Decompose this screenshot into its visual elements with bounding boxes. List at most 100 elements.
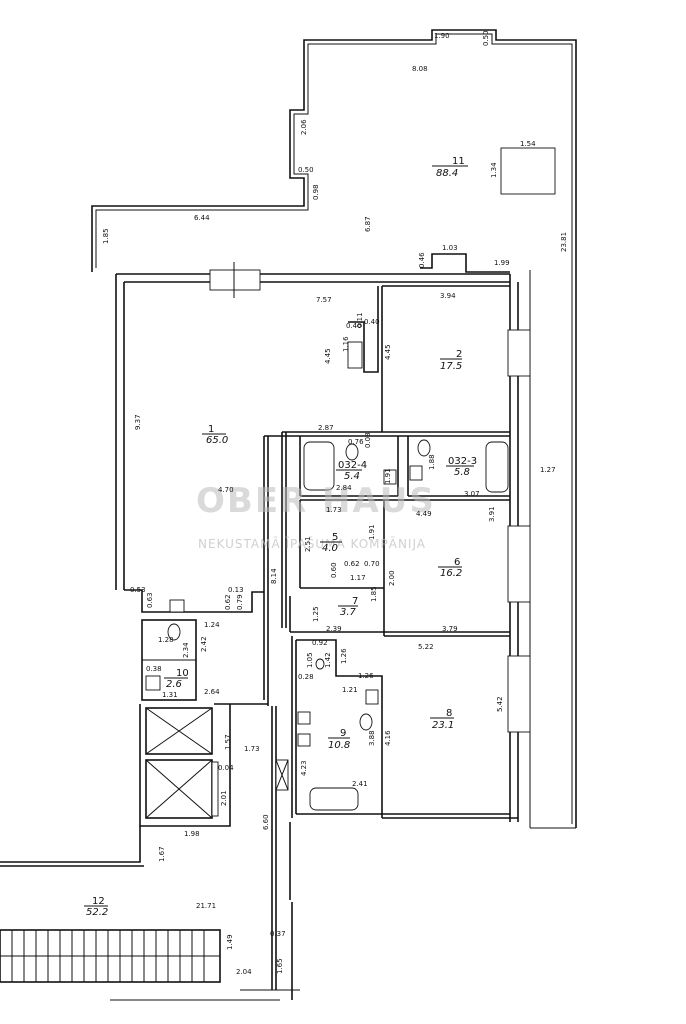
dimension-label: 1.54: [520, 140, 536, 148]
room-9-area: 10.8: [328, 740, 350, 751]
dimension-label: 1.34: [490, 162, 498, 178]
dimension-label: 0.37: [270, 930, 286, 938]
dimension-label: 4.49: [416, 510, 432, 518]
window-room-2: [507, 329, 531, 377]
room-032-4-number: 032-4: [338, 460, 367, 471]
room-1-number: 1: [208, 424, 214, 435]
room-12-area: 52.2: [86, 907, 108, 918]
dimension-label: 0.70: [364, 560, 380, 568]
room-labels: 11 88.4 1 65.0 2 17.5 032-4 5.4 032-3 5.…: [84, 156, 477, 918]
dimension-label: 2.42: [200, 636, 208, 652]
dimension-label: 1.90: [434, 32, 450, 40]
dimension-label: 6.44: [194, 214, 210, 222]
dimension-label: 0.79: [236, 594, 244, 610]
dimension-label: 1.26: [340, 648, 348, 664]
apartment-walls: [0, 262, 531, 1001]
room-12-number: 12: [92, 896, 105, 907]
dimension-label: 6.60: [262, 814, 270, 830]
dimension-label: 0.53: [130, 586, 146, 594]
room-7-area: 3.7: [340, 607, 357, 618]
room-10-number: 10: [176, 668, 189, 679]
dimension-label: 1.26: [358, 672, 374, 680]
room-032-3-area: 5.8: [454, 467, 470, 478]
dimension-label: 7.57: [316, 296, 332, 304]
dimension-label: 1.31: [162, 691, 178, 699]
room-1-area: 65.0: [206, 435, 228, 446]
watermark-tagline: NEKUSTAMĀ ĪPAŠUMA KOMPĀNIJA: [198, 536, 426, 551]
dimension-label: 1.25: [312, 606, 320, 622]
dimension-label: 0.13: [228, 586, 244, 594]
room-7-number: 7: [352, 596, 358, 607]
dimension-label: 1.03: [442, 244, 458, 252]
fireplace-icon: [347, 341, 363, 369]
dimension-label: 3.88: [368, 730, 376, 746]
dimension-label: 2.84: [336, 484, 352, 492]
room-2-number: 2: [456, 349, 462, 360]
room-9-number: 9: [340, 728, 346, 739]
dimension-label: 21.71: [196, 902, 216, 910]
dimension-label: 0.60: [330, 562, 338, 578]
fixtures: [145, 341, 509, 811]
room-8-area: 23.1: [432, 720, 454, 731]
room-10-area: 2.6: [166, 679, 182, 690]
dimension-label: 1.98: [184, 830, 200, 838]
dimension-label: 2.41: [352, 780, 368, 788]
dimension-label: 1.49: [226, 934, 234, 950]
sink-icon: [409, 465, 423, 481]
sink-icon: [145, 675, 161, 691]
dimension-label: 2.51: [304, 536, 312, 552]
dimension-label: 4.45: [324, 348, 332, 364]
dimension-label: 2.34: [182, 642, 190, 658]
dimension-label: 0.40: [346, 322, 362, 330]
dimension-label: 0.08: [364, 432, 372, 448]
dimension-label: 2.87: [318, 424, 334, 432]
dimension-label: 2.39: [326, 625, 342, 633]
dimension-label: 1.91: [368, 524, 376, 540]
dimension-label: 8.08: [412, 65, 428, 73]
dimension-label: 1.57: [224, 734, 232, 750]
dimension-label: 4.16: [384, 730, 392, 746]
bathtub-icon: [303, 441, 335, 491]
dimension-label: 1.27: [540, 466, 556, 474]
dimension-label: 4.70: [218, 486, 234, 494]
dimension-label: 0.28: [298, 673, 314, 681]
dimension-label: 1.73: [326, 506, 342, 514]
dimension-label: 1.28: [158, 636, 174, 644]
dimension-label: 2.04: [236, 968, 252, 976]
dimension-label: 2.01: [220, 790, 228, 806]
dimension-label: 1.73: [244, 745, 260, 753]
room-8-number: 8: [446, 708, 452, 719]
room-032-3-number: 032-3: [448, 456, 477, 467]
room-5-number: 5: [332, 532, 338, 543]
dimension-label: 2.00: [388, 570, 396, 586]
toilet-icon: [359, 713, 373, 731]
room-6-number: 6: [454, 557, 460, 568]
stair-treads: [11, 930, 205, 982]
sink-icon: [297, 711, 311, 725]
dimension-label: 0.11: [356, 312, 364, 328]
dimension-label: 6.87: [364, 216, 372, 232]
window-room-8: [507, 655, 531, 733]
room-11-number: 11: [452, 156, 465, 167]
dimension-label: 0.62: [224, 594, 232, 610]
room-2-area: 17.5: [440, 361, 462, 372]
toilet-icon: [417, 439, 431, 457]
dimension-label: 5.22: [418, 643, 434, 651]
dimension-labels: 1.90 0.50 8.08 2.06 1.54 1.34 0.50 0.98 …: [102, 30, 568, 976]
dimension-label: 0.04: [218, 764, 234, 772]
dimension-label: 0.46: [418, 252, 426, 268]
dimension-label: 8.14: [270, 568, 278, 584]
dimension-label: 0.38: [146, 665, 162, 673]
dimension-label: 3.91: [488, 506, 496, 522]
dimension-label: 1.91: [384, 468, 392, 484]
dimension-label: 0.63: [146, 592, 154, 608]
dimension-label: 0.98: [312, 184, 320, 200]
toilet-icon: [315, 658, 325, 670]
sink-icon: [297, 733, 311, 747]
dimension-label: 0.76: [348, 438, 364, 446]
dimension-label: 1.65: [276, 958, 284, 974]
watermark-brand: OBER HAUS: [196, 481, 436, 521]
dimension-label: 4.23: [300, 760, 308, 776]
lift-shaft-1: [145, 707, 213, 755]
